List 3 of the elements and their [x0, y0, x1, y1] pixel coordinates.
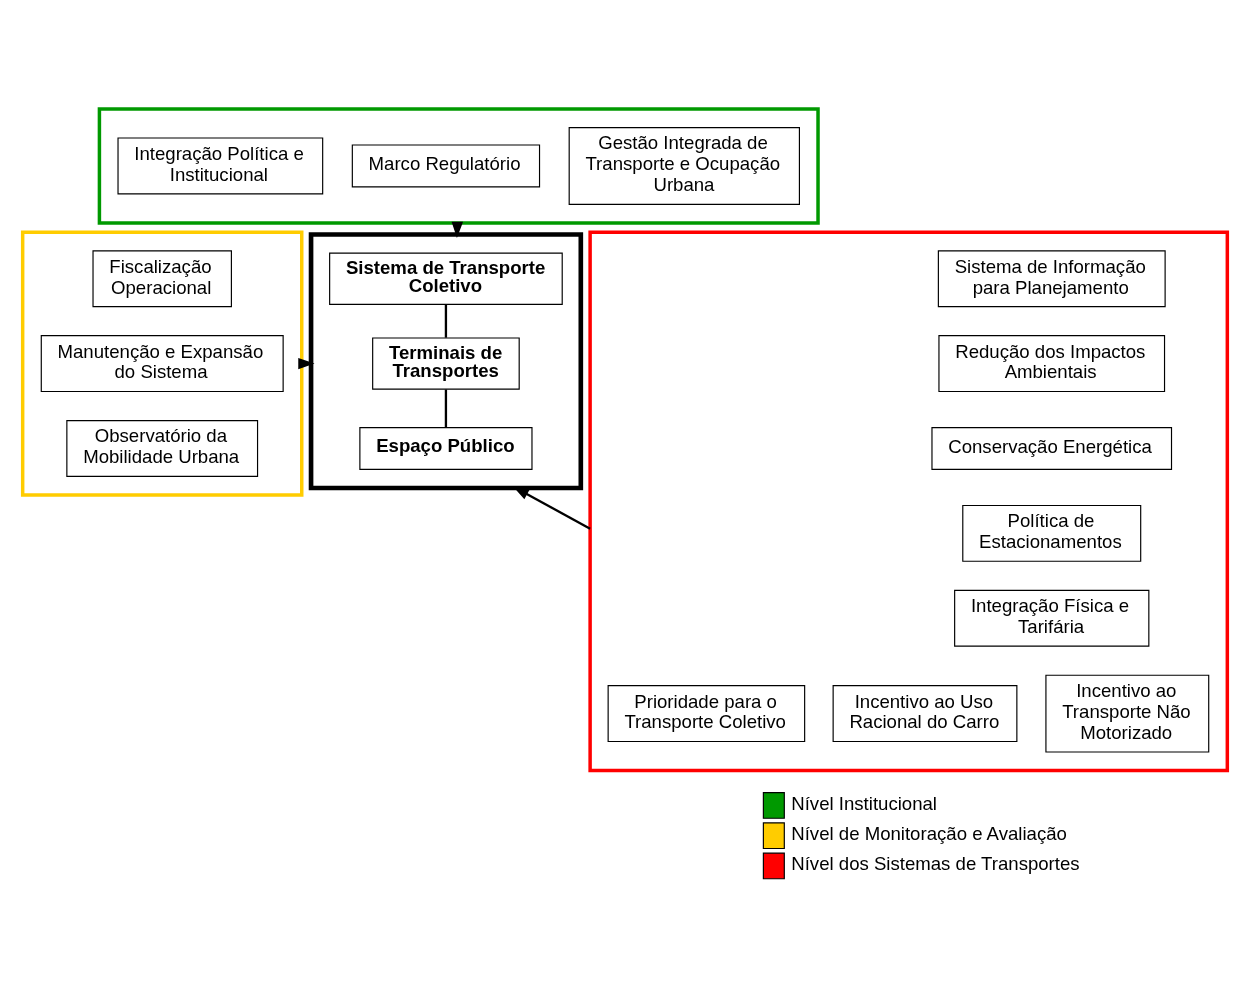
legend-label: Nível de Monitoração e Avaliação [791, 822, 1067, 844]
legend-label: Nível dos Sistemas de Transportes [791, 852, 1080, 874]
legend-label: Nível Institucional [791, 792, 937, 814]
